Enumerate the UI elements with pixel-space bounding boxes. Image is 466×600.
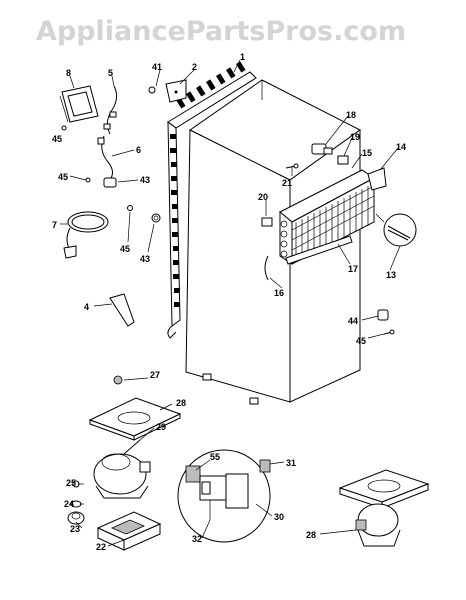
label-44: 44 xyxy=(348,316,358,326)
label-45c: 45 xyxy=(120,244,130,254)
label-27: 27 xyxy=(150,370,160,380)
part-13-drain xyxy=(375,213,417,247)
part-44-clip xyxy=(377,309,389,321)
label-45a: 45 xyxy=(52,134,62,144)
label-13: 13 xyxy=(386,270,396,280)
label-28b: 28 xyxy=(306,530,316,540)
part-23-mount xyxy=(67,511,85,525)
label-24: 24 xyxy=(64,499,74,509)
label-22: 22 xyxy=(96,542,106,552)
part-16-tube xyxy=(264,255,269,281)
label-19: 19 xyxy=(350,132,360,142)
label-20: 20 xyxy=(258,192,268,202)
label-17: 17 xyxy=(348,264,358,274)
part-19-clip xyxy=(337,155,349,165)
part-43-relay xyxy=(103,177,117,188)
label-23: 23 xyxy=(70,524,80,534)
label-28a: 28 xyxy=(176,398,186,408)
part-labels: 8 5 45 6 41 2 1 45 43 7 45 43 4 18 19 15… xyxy=(52,52,406,552)
part-30-relay-detail xyxy=(177,449,271,543)
label-45b: 45 xyxy=(58,172,68,182)
label-7: 7 xyxy=(52,220,57,230)
gasket-band xyxy=(167,61,257,339)
condenser-coil xyxy=(279,169,375,265)
label-16: 16 xyxy=(274,288,284,298)
part-45-screws-left xyxy=(61,125,133,211)
label-21: 21 xyxy=(282,178,292,188)
label-14: 14 xyxy=(396,142,406,152)
label-18: 18 xyxy=(346,110,356,120)
part-28-drain-pan-left xyxy=(88,397,182,441)
label-43b: 43 xyxy=(140,254,150,264)
part-41-screw xyxy=(148,86,156,94)
part-compressor-right xyxy=(355,503,401,547)
part-18-fitting xyxy=(311,143,333,155)
label-1: 1 xyxy=(240,52,245,62)
label-2: 2 xyxy=(192,62,197,72)
part-20-clip xyxy=(261,217,273,227)
label-6: 6 xyxy=(136,145,141,155)
part-14-fan xyxy=(367,167,387,191)
part-6-harness xyxy=(97,135,113,185)
part-5-wire xyxy=(103,85,118,135)
part-43b-overload xyxy=(151,213,161,223)
label-15: 15 xyxy=(362,148,372,158)
part-7-power-cord xyxy=(63,211,109,259)
label-55: 55 xyxy=(210,452,220,462)
label-4: 4 xyxy=(84,302,89,312)
part-2-bracket xyxy=(165,79,187,103)
part-4-bracket xyxy=(109,293,135,327)
part-27-grommet xyxy=(113,375,123,385)
label-43a: 43 xyxy=(140,175,150,185)
label-45d: 45 xyxy=(356,336,366,346)
part-22-bracket xyxy=(96,511,162,551)
label-30: 30 xyxy=(274,512,284,522)
part-21-screw xyxy=(285,163,299,169)
part-8-bracket xyxy=(59,85,99,123)
part-28-drain-pan-right xyxy=(338,469,430,509)
label-5: 5 xyxy=(108,68,113,78)
label-29: 29 xyxy=(156,422,166,432)
label-25: 25 xyxy=(66,478,76,488)
part-29-compressor xyxy=(93,439,151,499)
leader-lines xyxy=(60,59,401,547)
watermark-logo: AppliancePartsPros.com xyxy=(36,16,406,47)
label-8: 8 xyxy=(66,68,71,78)
label-41: 41 xyxy=(152,62,162,72)
part-45-screw-right xyxy=(383,329,395,335)
label-32: 32 xyxy=(192,534,202,544)
label-31: 31 xyxy=(286,458,296,468)
